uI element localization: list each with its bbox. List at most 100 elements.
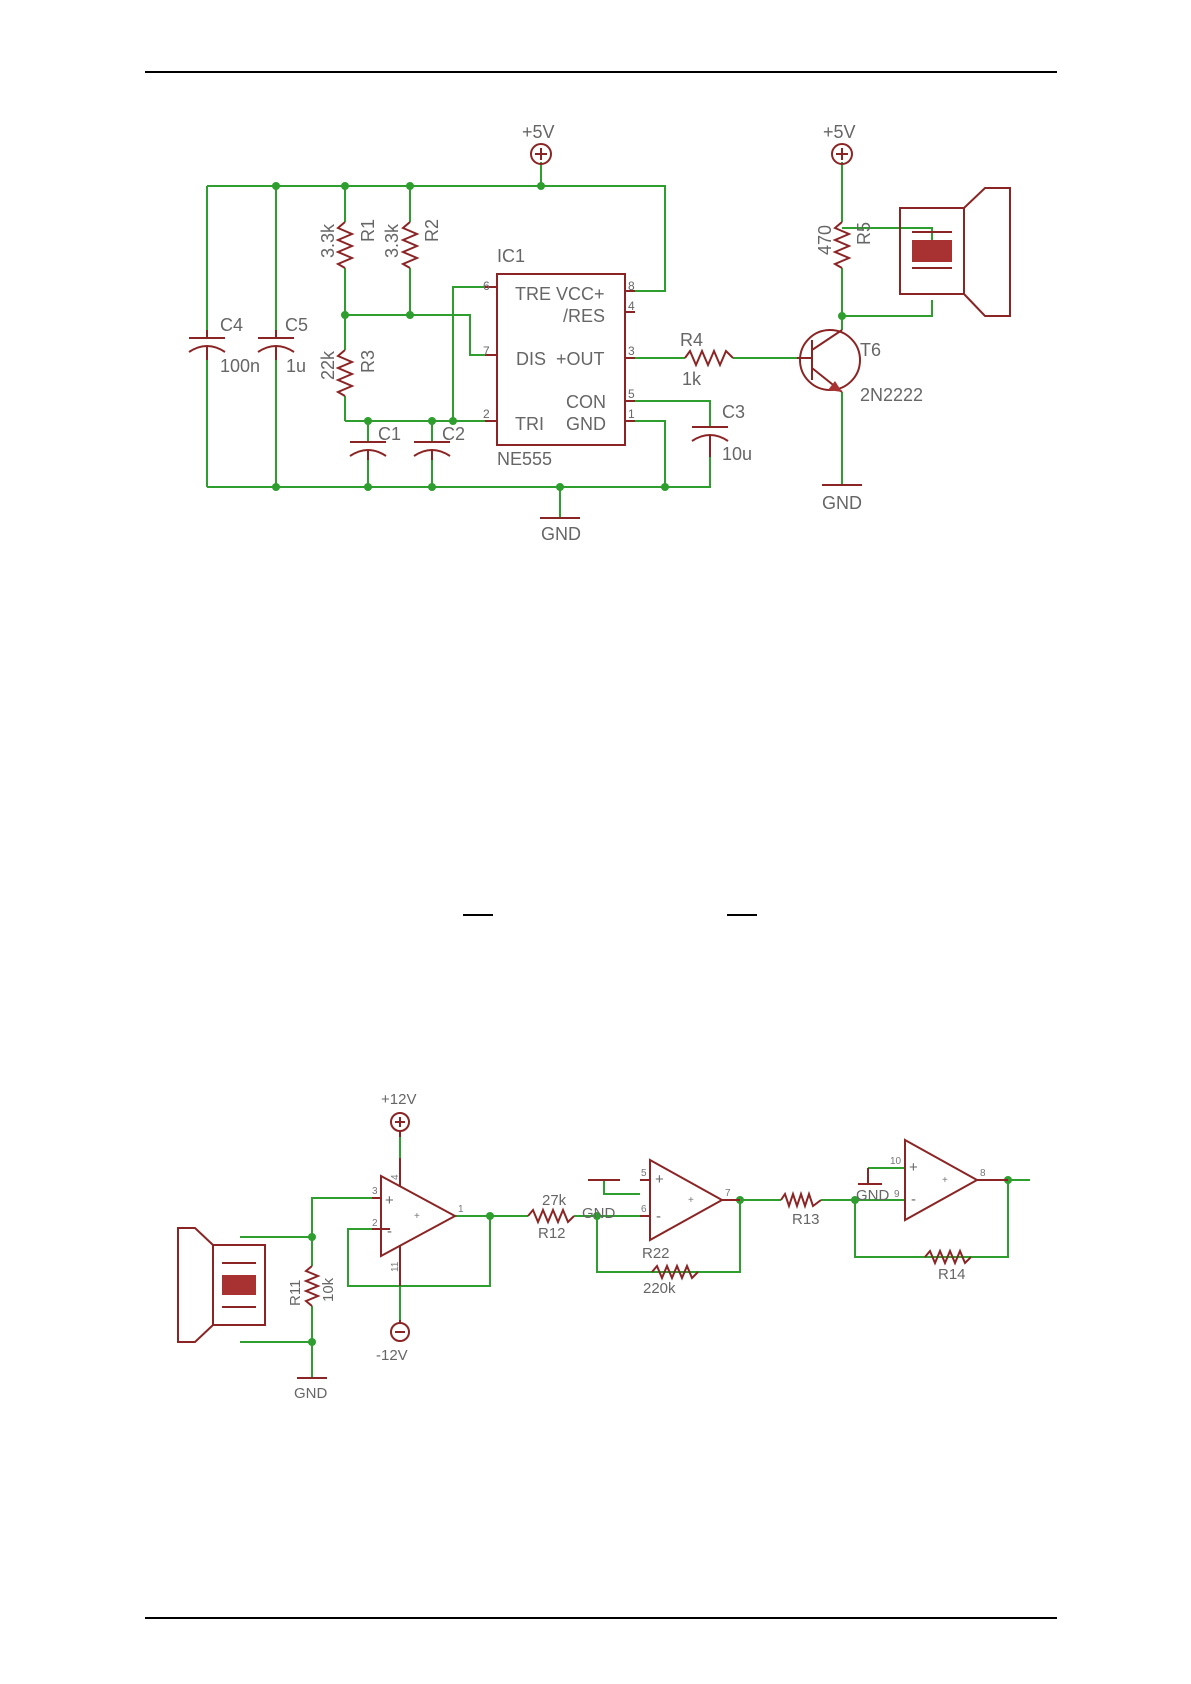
ic1-pin-number-5: 5 (628, 387, 635, 401)
gnd-left: GND (294, 1378, 328, 1402)
supply-12v-neg-label: -12V (376, 1347, 408, 1364)
c3-name: C3 (722, 402, 745, 422)
gnd-transistor-label: GND (822, 493, 862, 513)
schematic-ne555-oscillator: +5V +5V GND GND C4 100n C5 1u C1 (189, 122, 1010, 544)
ic1-name: IC1 (497, 246, 525, 266)
r22-name: R22 (642, 1245, 670, 1262)
r13-name: R13 (792, 1211, 820, 1228)
r1-name: R1 (358, 219, 378, 242)
ic1-pin-number-4: 4 (628, 299, 635, 313)
schematic-opamp-chain: +12V -12V GND GND GND R11 (178, 1091, 1030, 1402)
ic1-pin-number-1: 1 (628, 407, 635, 421)
ic1-pin-number-6: 6 (483, 279, 490, 293)
resistor-r14: R14 (925, 1251, 971, 1283)
r3-value: 22k (318, 350, 338, 380)
r2-value: 3.3k (382, 223, 402, 258)
gnd-stage2: GND (582, 1180, 620, 1222)
capacitor-c1: C1 (350, 424, 401, 460)
c5-value: 1u (286, 356, 306, 376)
resistor-r3: 22k R3 (318, 350, 378, 396)
opamp-3-minus: - (911, 1191, 916, 1208)
opamp-1-pin-3: 3 (372, 1186, 378, 1197)
resistor-r13: R13 (781, 1194, 821, 1228)
t6-name: T6 (860, 340, 881, 360)
opamp-1-pin-11: 11 (390, 1261, 401, 1272)
r5-value: 470 (815, 225, 835, 255)
opamp-2-pin-7: 7 (725, 1188, 731, 1199)
c4-value: 100n (220, 356, 260, 376)
gnd-stage3: GND (856, 1168, 890, 1204)
r12-value: 27k (542, 1192, 567, 1209)
ic1-part: NE555 (497, 449, 552, 469)
r22-value: 220k (643, 1280, 676, 1297)
opamp-1-plus: + (385, 1192, 394, 1209)
speaker-icon (900, 188, 1010, 316)
opamp-3-pin-9: 9 (894, 1189, 900, 1200)
opamp-1: + - + 3 2 1 4 11 (372, 1158, 464, 1286)
ic1-pin-number-7: 7 (483, 344, 490, 358)
opamp-3: + - + 10 9 8 (890, 1140, 1008, 1220)
ic1-pin-number-3: 3 (628, 344, 635, 358)
resistor-r11: R11 10k (287, 1266, 337, 1306)
capacitor-c4: C4 100n (189, 315, 260, 376)
wires-schematic-1 (207, 162, 932, 518)
c2-name: C2 (442, 424, 465, 444)
ic1-ne555: IC1 NE555 TRE VCC+ /RES DIS +OUT CON TRI… (483, 246, 635, 469)
c5-name: C5 (285, 315, 308, 335)
opamp-3-pin-10: 10 (890, 1156, 902, 1167)
capacitor-c3: C3 10u (692, 402, 752, 464)
r2-name: R2 (422, 219, 442, 242)
ic1-pin-con: CON (566, 392, 606, 412)
opamp-2-plus: + (655, 1171, 664, 1188)
supply-5v-right: +5V (823, 122, 856, 164)
supply-5v-left: +5V (522, 122, 555, 164)
supply-5v-left-label: +5V (522, 122, 555, 142)
opamp-2-pin-5: 5 (641, 1168, 647, 1179)
ic1-pin-tre: TRE (515, 284, 551, 304)
capacitor-c2: C2 (414, 424, 465, 460)
supply-12v-neg: -12V (376, 1320, 409, 1364)
gnd-stage2-label: GND (582, 1205, 616, 1222)
gnd-transistor: GND (822, 485, 862, 513)
transistor-t6: T6 2N2222 (797, 330, 923, 405)
gnd-stage3-label: GND (856, 1187, 890, 1204)
supply-12v-pos-label: +12V (381, 1091, 416, 1108)
opamp-1-minus: - (387, 1223, 392, 1240)
ic1-pin-number-2: 2 (483, 407, 490, 421)
microphone-icon (178, 1228, 265, 1342)
c3-value: 10u (722, 444, 752, 464)
ic1-pin-out: +OUT (556, 349, 605, 369)
r12-name: R12 (538, 1225, 566, 1242)
opamp-2: + - + 5 6 7 (640, 1160, 740, 1240)
r5-name: R5 (854, 222, 874, 245)
resistor-r1: 3.3k R1 (318, 219, 378, 268)
gnd-main-label: GND (541, 524, 581, 544)
ic1-pin-gnd: GND (566, 414, 606, 434)
gnd-main: GND (540, 518, 581, 544)
r3-name: R3 (358, 350, 378, 373)
opamp-3-pin-8: 8 (980, 1168, 986, 1179)
supply-12v-pos: +12V (381, 1091, 416, 1137)
opamp-2-out-sign: + (688, 1195, 694, 1206)
opamp-3-out-sign: + (942, 1175, 948, 1186)
capacitor-c5: C5 1u (258, 315, 308, 376)
r11-value: 10k (320, 1277, 337, 1302)
c4-name: C4 (220, 315, 243, 335)
opamp-1-pin-2: 2 (372, 1218, 378, 1229)
ic1-pin-dis: DIS (516, 349, 546, 369)
ic1-pin-res: /RES (563, 306, 605, 326)
gnd-left-label: GND (294, 1385, 328, 1402)
resistor-r12: 27k R12 (528, 1192, 574, 1242)
ic1-pin-tri: TRI (515, 414, 544, 434)
opamp-2-minus: - (656, 1208, 661, 1225)
opamp-3-plus: + (909, 1159, 918, 1176)
supply-5v-right-label: +5V (823, 122, 856, 142)
opamp-1-pin-1: 1 (458, 1204, 464, 1215)
r4-value: 1k (682, 369, 702, 389)
opamp-1-out-sign: + (414, 1211, 420, 1222)
ic1-pin-number-8: 8 (628, 279, 635, 293)
resistor-r4: R4 1k (680, 330, 733, 389)
r4-name: R4 (680, 330, 703, 350)
c1-name: C1 (378, 424, 401, 444)
resistor-r2: 3.3k R2 (382, 219, 442, 268)
